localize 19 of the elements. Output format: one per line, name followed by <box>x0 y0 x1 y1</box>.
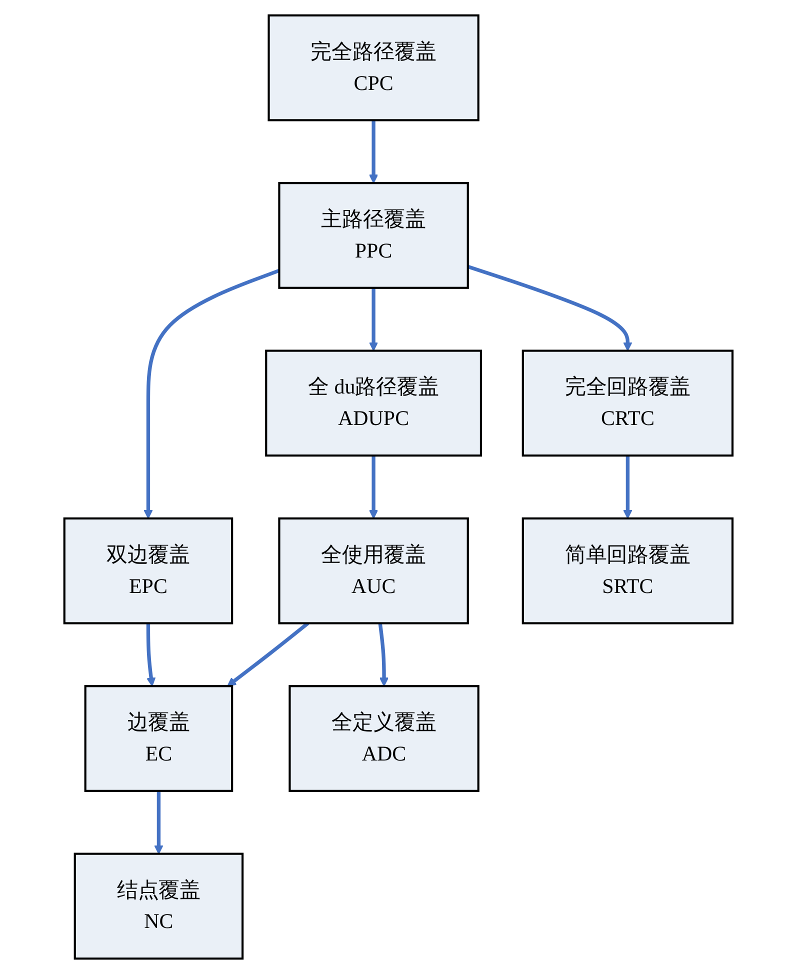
node-box: 双边覆盖 EPC <box>62 516 233 624</box>
node-box: 主路径覆盖 PPC <box>278 182 468 288</box>
arrow <box>466 264 632 351</box>
node-box: 边覆盖 EC <box>84 684 233 792</box>
arrow <box>143 268 280 518</box>
node-box: 全使用覆盖 AUC <box>278 516 468 624</box>
arrow <box>622 455 632 518</box>
node-box: 结点覆盖 NC <box>73 852 244 960</box>
arrow <box>368 455 378 518</box>
node-box: 全 du路径覆盖 ADUPC <box>264 349 482 456</box>
node-box: 完全路径覆盖 CPC <box>267 14 479 121</box>
arrow <box>368 287 378 351</box>
arrow <box>378 622 388 686</box>
arrow <box>368 120 378 183</box>
node-box: 简单回路覆盖 SRTC <box>521 516 734 624</box>
node-box: 完全回路覆盖 CRTC <box>521 349 734 456</box>
arrow <box>154 790 163 854</box>
node-box: 全定义覆盖 ADC <box>288 684 479 792</box>
arrow <box>146 622 156 686</box>
